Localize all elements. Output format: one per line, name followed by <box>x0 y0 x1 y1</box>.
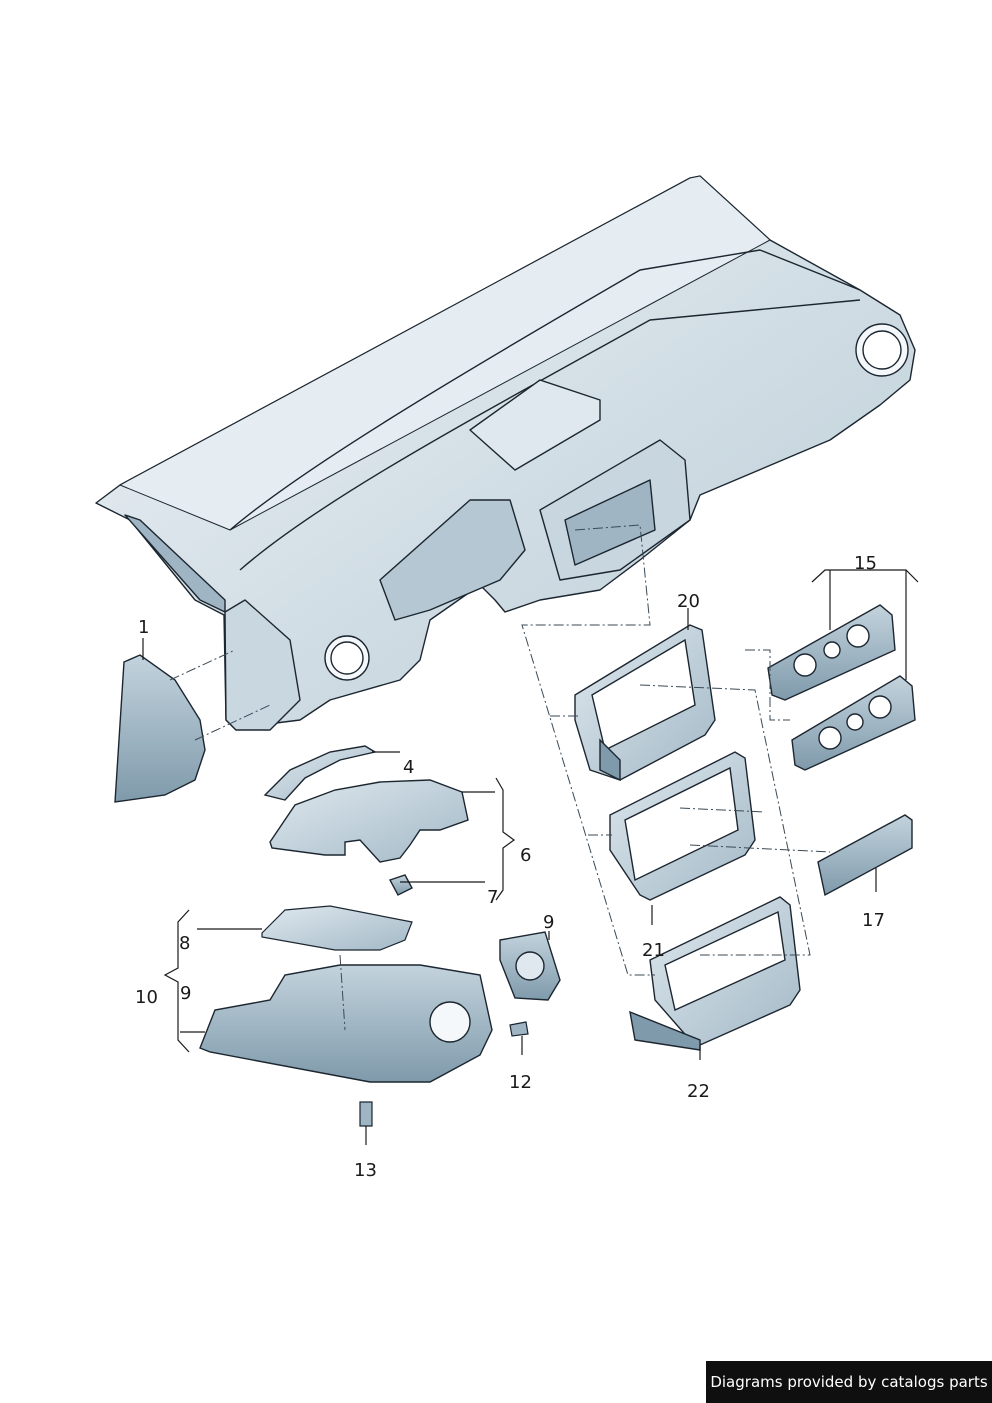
part-17-blank-cover <box>817 814 913 897</box>
callout-12: 12 <box>509 1072 532 1093</box>
callout-8: 8 <box>179 933 190 954</box>
part-15-control-panel-lower <box>791 675 916 771</box>
callout-9-shroud: 9 <box>180 983 191 1004</box>
callout-1: 1 <box>138 617 149 638</box>
part-1-end-cover <box>114 654 206 803</box>
callout-7: 7 <box>487 887 498 908</box>
part-9-lower-shroud <box>199 964 493 1083</box>
part-13-screw <box>359 1101 373 1127</box>
callout-10: 10 <box>135 987 158 1008</box>
part-20-center-bezel <box>574 624 716 782</box>
assembly-reference-lines <box>169 524 831 1031</box>
callout-15: 15 <box>854 553 877 574</box>
dashboard-panel <box>95 175 916 731</box>
callout-21: 21 <box>642 940 665 961</box>
part-21-center-bezel <box>609 751 756 901</box>
callout-22: 22 <box>687 1081 710 1102</box>
part-9-switch-bezel <box>499 931 561 1001</box>
callout-9-bezel: 9 <box>543 912 554 933</box>
part-22-radio-bezel <box>629 896 801 1051</box>
part-6-column-shroud <box>269 779 469 863</box>
credit-banner: Diagrams provided by catalogs parts <box>706 1361 992 1403</box>
callout-13: 13 <box>354 1160 377 1181</box>
callout-17: 17 <box>862 910 885 931</box>
callout-4: 4 <box>403 757 414 778</box>
part-8-switch-panel <box>261 905 413 951</box>
part-15-control-panel-upper <box>767 604 896 701</box>
part-7-clip <box>388 874 413 896</box>
part-12-screw <box>509 1021 529 1037</box>
callout-20: 20 <box>677 591 700 612</box>
callout-labels: 1 4 6 7 8 9 10 9 12 13 15 17 20 21 22 <box>135 553 885 1181</box>
callout-6: 6 <box>520 845 531 866</box>
callout-leader-lines <box>142 569 919 1145</box>
